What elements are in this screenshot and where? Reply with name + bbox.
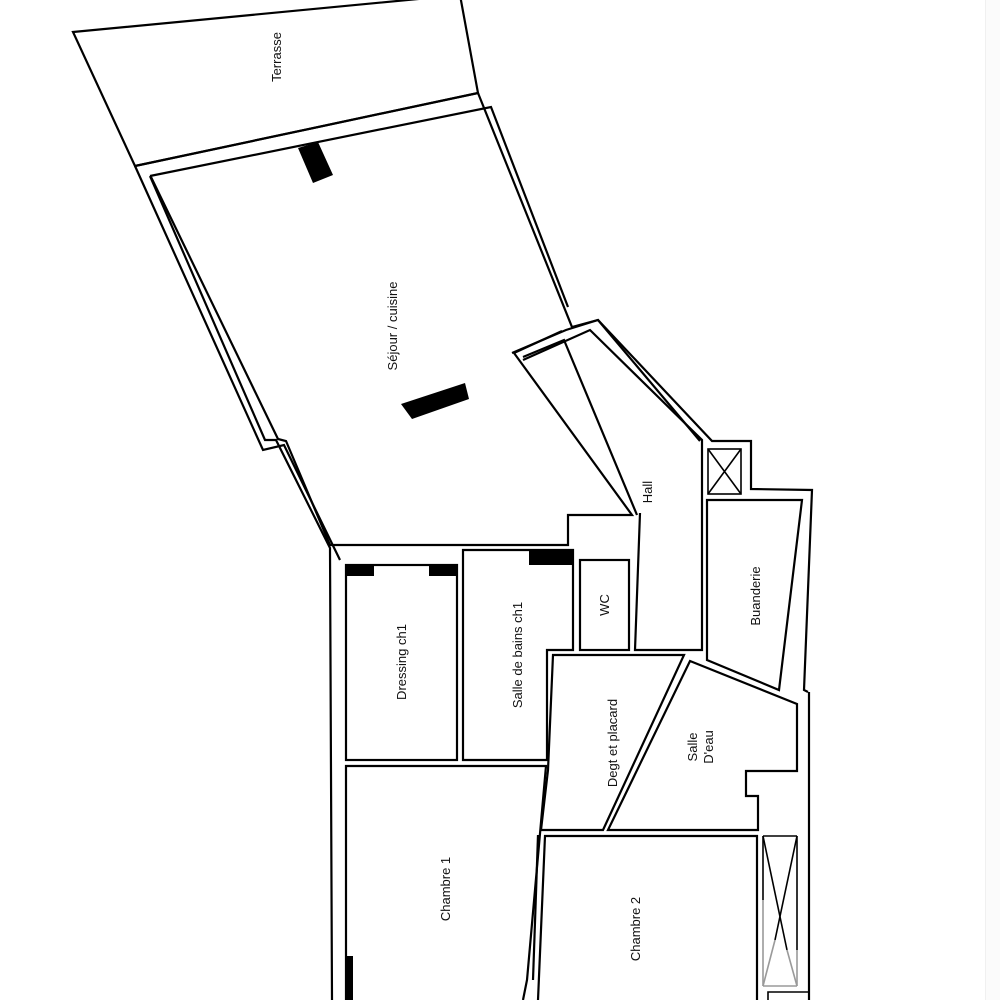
room-buanderie: Buanderie: [705, 498, 804, 692]
room-salle-de-bains: Salle de bains ch1: [461, 548, 575, 762]
room-label-dressing: Dressing ch1: [394, 624, 409, 700]
room-label-wc: WC: [597, 594, 612, 616]
room-label-salle-deau-2: D'eau: [701, 730, 716, 764]
room-label-hall: Hall: [640, 481, 655, 504]
room-hall: Hall: [511, 318, 814, 693]
kitchen-island: [401, 383, 469, 419]
wall-block: [346, 565, 374, 576]
page-edge: [985, 0, 1000, 1000]
room-chambre-1: Chambre 1: [344, 764, 548, 1001]
room-label-chambre-1: Chambre 1: [438, 857, 453, 921]
room-label-sdb: Salle de bains ch1: [510, 602, 525, 708]
room-label-chambre-2: Chambre 2: [628, 897, 643, 961]
room-label-sejour: Séjour / cuisine: [385, 282, 400, 371]
room-chambre-2: Chambre 2: [536, 834, 759, 1001]
room-sejour: Séjour / cuisine: [133, 91, 701, 1001]
room-label-degt: Degt et placard: [605, 699, 620, 787]
room-dressing: Dressing ch1: [344, 563, 459, 762]
room-label-salle-deau-1: Salle: [685, 733, 700, 762]
shaft-hall: [707, 448, 742, 495]
wall-block: [429, 565, 457, 576]
room-degt: Degt et placard: [539, 653, 686, 832]
room-label-buanderie: Buanderie: [748, 566, 763, 625]
wall-block: [529, 550, 573, 565]
room-label-terrasse: Terrasse: [269, 32, 284, 82]
room-terrasse: Terrasse: [71, 0, 480, 168]
shaft-lower: [762, 835, 798, 987]
room-salle-deau: Salle D'eau: [606, 659, 799, 832]
wall-block: [346, 956, 353, 1000]
room-wc: WC: [578, 558, 631, 652]
chimney-block: [298, 142, 333, 183]
wall-segment: [767, 991, 808, 1000]
